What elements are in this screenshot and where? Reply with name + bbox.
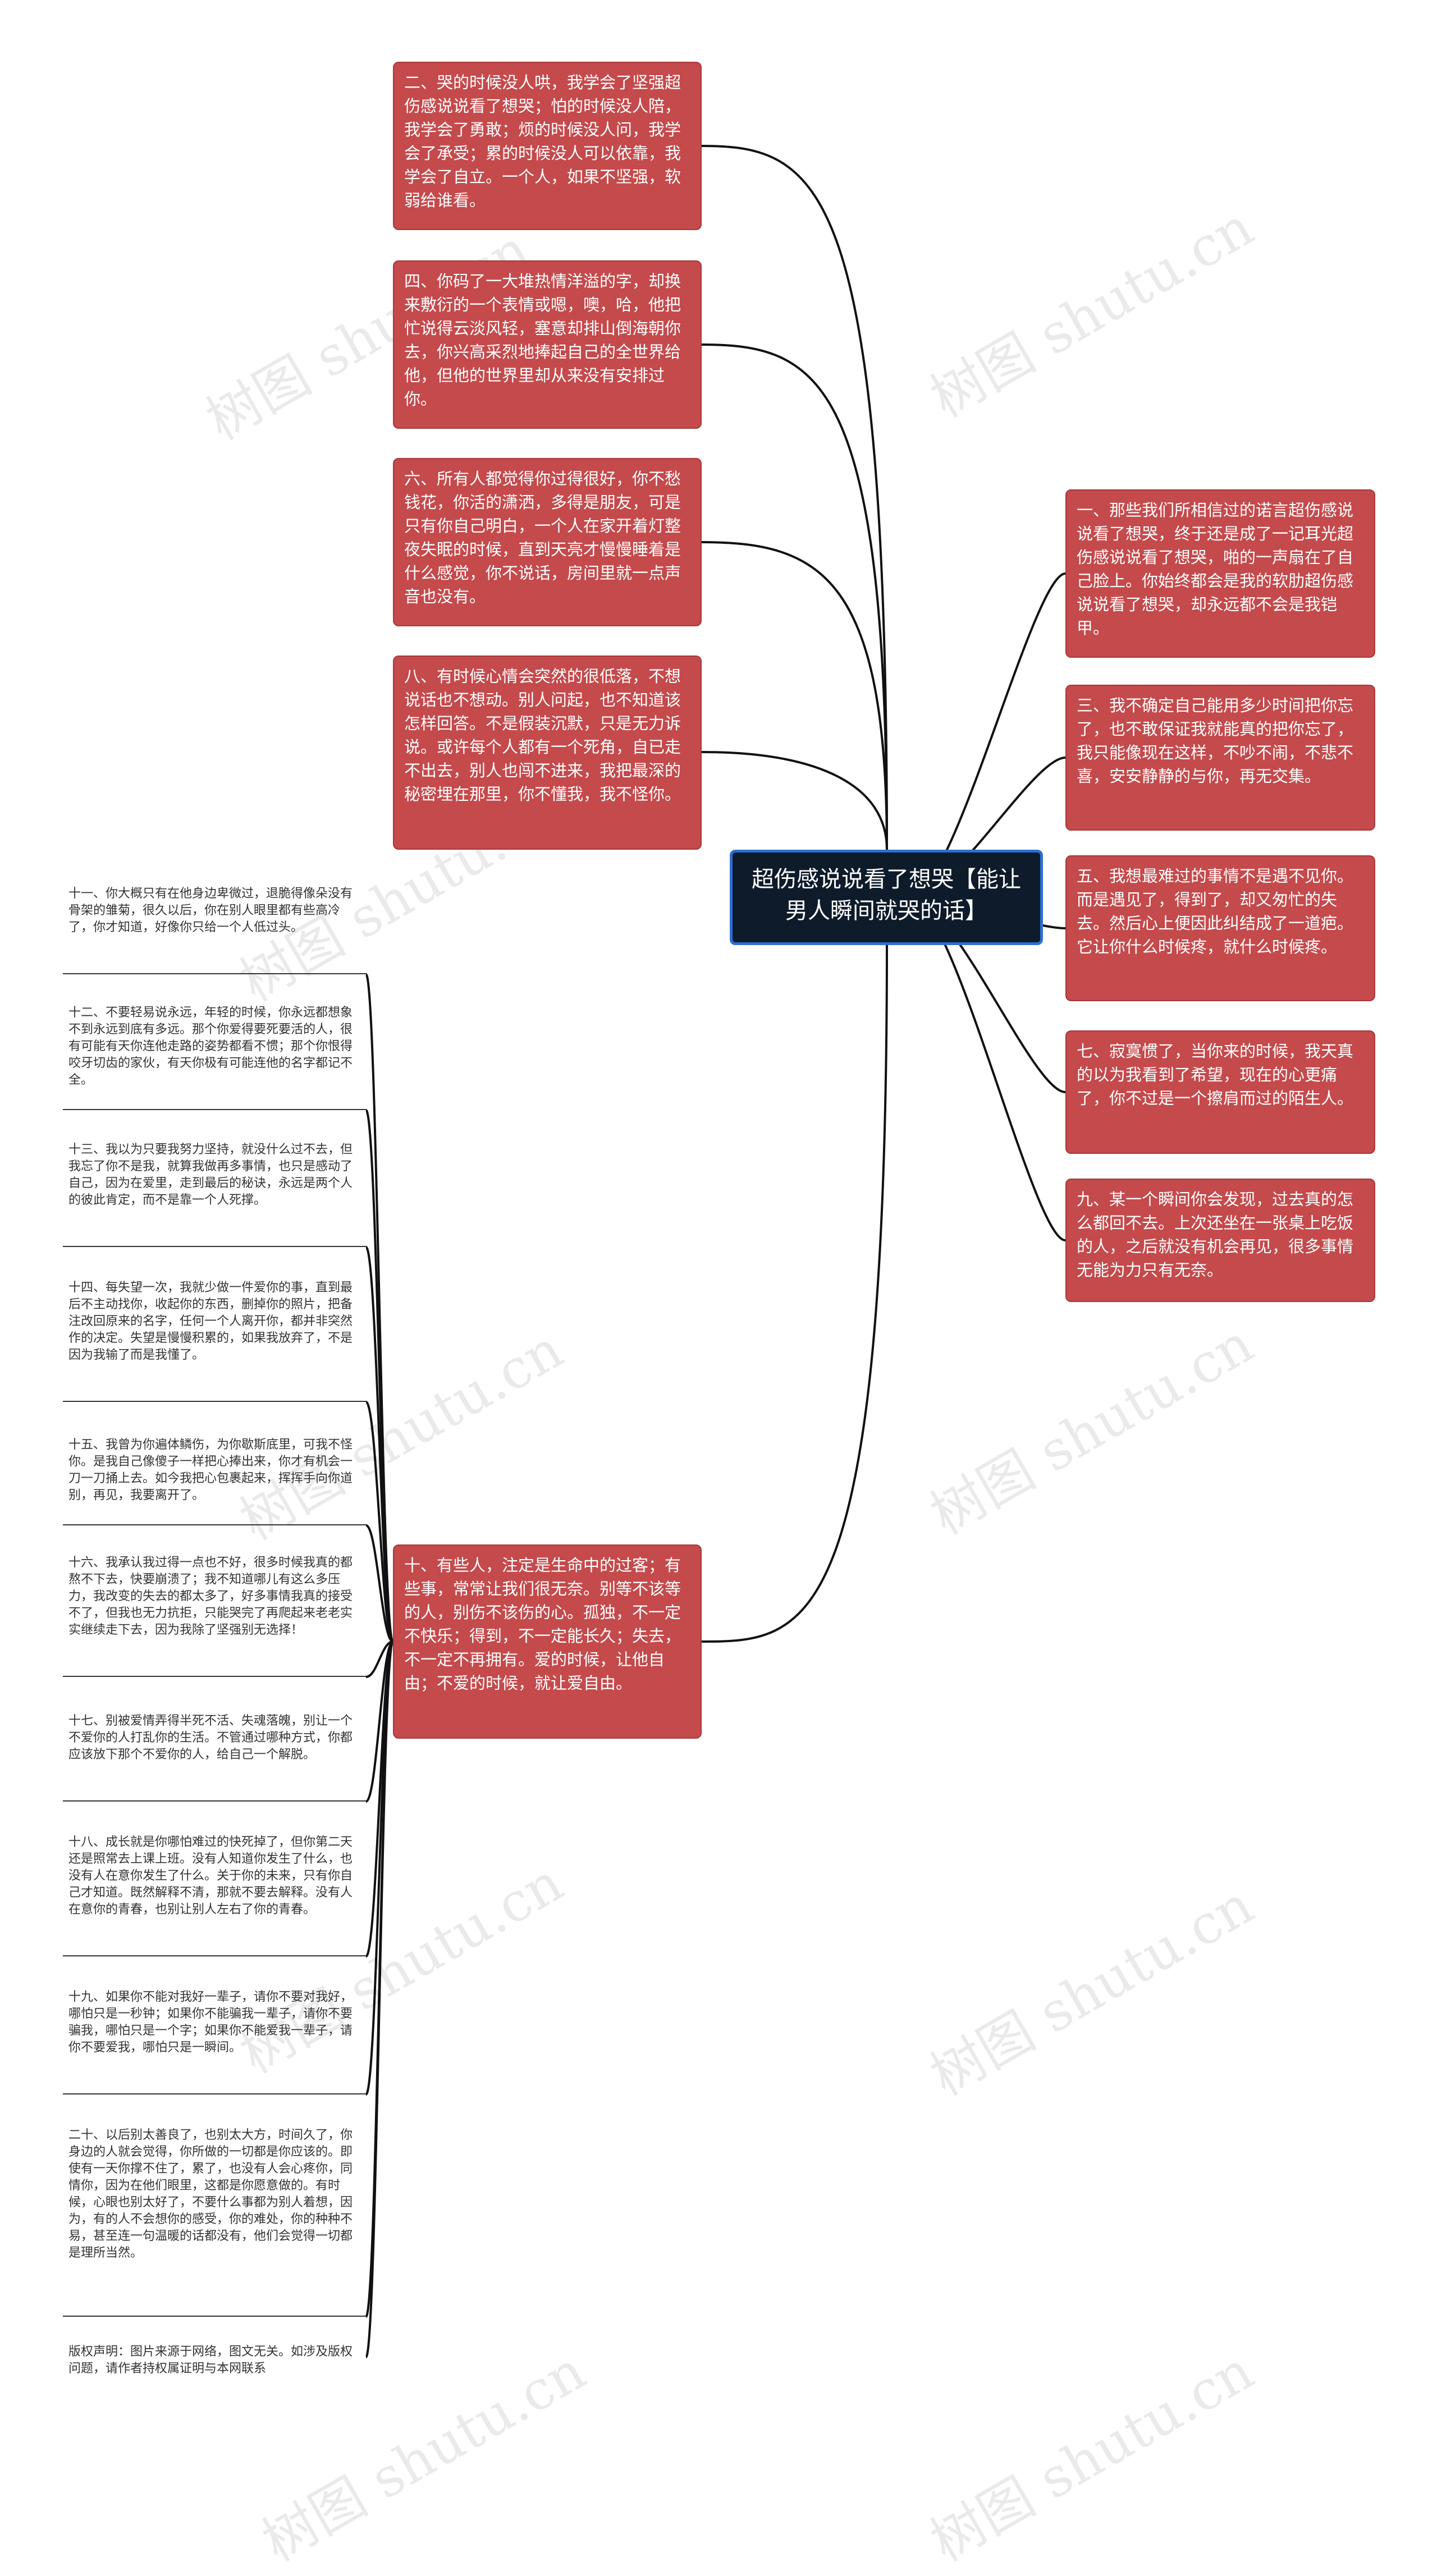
topic-node-7[interactable]: 七、寂寞惯了，当你来的时候，我天真的以为我看到了希望，现在的心更痛了，你不过是一… xyxy=(1065,1030,1375,1154)
link-left-6 xyxy=(701,541,888,850)
topic-node-5[interactable]: 五、我想最难过的事情不是遇不见你。而是遇见了，得到了，却又匆忙的失去。然后心上便… xyxy=(1065,855,1375,1001)
link-left-2 xyxy=(701,145,888,850)
topic-node-9[interactable]: 九、某一个瞬间你会发现，过去真的怎么都回不去。上次还坐在一张桌上吃饭的人，之后就… xyxy=(1065,1179,1375,1302)
leaf-item-12[interactable]: 十二、不要轻易说永远，年轻的时候，你永远都想象不到永远到底有多远。那个你爱得要死… xyxy=(63,1005,366,1110)
copyright-notice: 版权声明：图片来源于网络，图文无关。如涉及版权问题，请作者持权属证明与本网联系 xyxy=(68,2345,353,2376)
leaf-item-14[interactable]: 十四、每失望一次，我就少做一件爱你的事，直到最后不主动找你，收起你的东西，删掉你… xyxy=(63,1280,366,1402)
mindmap-canvas: 树图 shutu.cn 树图 shutu.cn 树图 shutu.cn 树图 s… xyxy=(63,62,1375,2574)
link-leaf-12 xyxy=(365,1109,394,1643)
leaf-item-20[interactable]: 二十、以后别太善良了，也别太大方，时间久了，你身边的人就会觉得，你所做的一切都是… xyxy=(63,2127,366,2317)
leaf-item-17[interactable]: 十七、别被爱情弄得半死不活、失魂落魄，别让一个不爱你的人打乱你的生活。不管通过哪… xyxy=(63,1713,366,1802)
leaf-item-16[interactable]: 十六、我承认我过得一点也不好，很多时候我真的都熬不下去，快要崩溃了；我不知道哪儿… xyxy=(63,1555,366,1677)
topic-node-6[interactable]: 六、所有人都觉得你过得很好，你不愁钱花，你活的潇洒，多得是朋友，可是只有你自己明… xyxy=(393,458,702,626)
leaf-item-11[interactable]: 十一、你大概只有在他身边卑微过，退脆得像朵没有骨架的雏菊，很久以后，你在别人眼里… xyxy=(63,886,366,974)
leaf-item-18[interactable]: 十八、成长就是你哪怕难过的快死掉了，但你第二天还是照常去上课上班。没有人知道你发… xyxy=(63,1834,366,1956)
link-copyright xyxy=(365,1640,394,2358)
leaf-item-15[interactable]: 十五、我曾为你遍体鳞伤，为你歇斯底里，可我不怪你。是我自己像傻子一样把心捧出来，… xyxy=(63,1437,366,1525)
link-leaf-11 xyxy=(365,973,394,1643)
link-left-4 xyxy=(701,343,888,850)
topic-node-8[interactable]: 八、有时候心情会突然的很低落，不想说话也不想动。别人问起，也不知道该怎样回答。不… xyxy=(393,656,702,850)
leaf-item-13[interactable]: 十三、我以为只要我努力坚持，就没什么过不去，但我忘了你不是我，就算我做再多事情，… xyxy=(63,1142,366,1247)
link-leaf-16 xyxy=(365,1640,393,1678)
link-right-9 xyxy=(909,897,1066,1241)
leaf-item-19[interactable]: 十九、如果你不能对我好一辈子，请你不要对我好，哪怕只是一秒钟；如果你不能骗我一辈… xyxy=(63,1989,366,2094)
root-topic[interactable]: 超伤感说说看了想哭【能让男人瞬间就哭的话】 xyxy=(730,850,1043,945)
topic-node-1[interactable]: 一、那些我们所相信过的诺言超伤感说说看了想哭，终于还是成了一记耳光超伤感说说看了… xyxy=(1065,489,1375,658)
topic-node-2[interactable]: 二、哭的时候没人哄，我学会了坚强超伤感说说看了想哭；怕的时候没人陪，我学会了勇敢… xyxy=(393,62,702,230)
link-leaf-13 xyxy=(365,1246,394,1643)
link-leaf-14 xyxy=(365,1401,394,1643)
link-leaf-15 xyxy=(365,1524,394,1643)
topic-node-3[interactable]: 三、我不确定自己能用多少时间把你忘了，也不敢保证我就能真的把你忘了，我只能像现在… xyxy=(1065,685,1375,831)
topic-node-4[interactable]: 四、你码了一大堆热情洋溢的字，却换来敷衍的一个表情或嗯，噢，哈，他把忙说得云淡风… xyxy=(393,260,702,429)
link-left-10 xyxy=(701,945,888,1643)
link-left-8 xyxy=(701,751,888,850)
topic-node-10[interactable]: 十、有些人，注定是生命中的过客；有些事，常常让我们很无奈。别等不该等的人，别伤不… xyxy=(393,1544,702,1739)
